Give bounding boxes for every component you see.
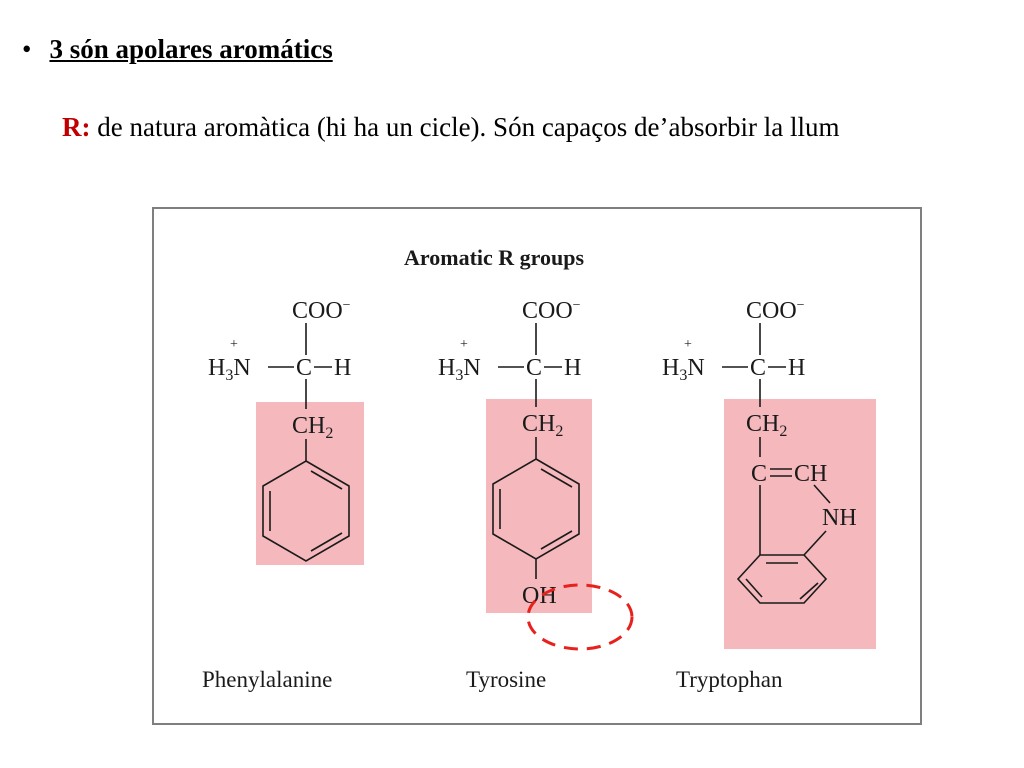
aromatic-r-groups-figure: Aromatic R groups COO− + H3N C H CH2 Phe… xyxy=(152,207,922,725)
phenylalanine-alpha-hydrogen: H xyxy=(334,355,351,381)
answer-text: de natura aromàtica (hi ha un cicle). Só… xyxy=(90,112,840,142)
tryptophan-alpha-hydrogen: H xyxy=(788,355,805,381)
tyrosine-alpha-carbon: C xyxy=(526,355,542,381)
phenylalanine-plus-charge: + xyxy=(230,337,238,352)
tyrosine-side-chain: CH2 xyxy=(522,411,563,440)
answer-paragraph: R: de natura aromàtica (hi ha un cicle).… xyxy=(62,98,992,156)
tyrosine-r-group-highlight xyxy=(486,399,592,613)
tyrosine-alpha-hydrogen: H xyxy=(564,355,581,381)
tryptophan-label: Tryptophan xyxy=(676,667,783,692)
indole-ring-icon xyxy=(736,485,828,604)
figure-title: Aromatic R groups xyxy=(404,245,585,270)
tryptophan-alpha-carbon: C xyxy=(750,355,766,381)
tyrosine-amine: H3N xyxy=(438,355,481,384)
tyrosine-label: Tyrosine xyxy=(466,667,546,692)
tryptophan-side-chain: CH2 xyxy=(746,411,787,440)
tryptophan-amine: H3N xyxy=(662,355,705,384)
tryptophan-indole-nh: NH xyxy=(822,505,857,531)
tyrosine-structure: COO− + H3N C H CH2 OH Tyrosine xyxy=(438,298,634,692)
phenylalanine-label: Phenylalanine xyxy=(202,667,332,692)
answer-label: R: xyxy=(62,112,91,142)
phenylalanine-carboxyl: COO− xyxy=(292,298,351,324)
hydroxyl-annotation-circle xyxy=(526,583,634,651)
phenylalanine-alpha-carbon: C xyxy=(296,355,312,381)
structures-diagram: Aromatic R groups COO− + H3N C H CH2 Phe… xyxy=(202,245,876,692)
tyrosine-carboxyl: COO− xyxy=(522,298,581,324)
tryptophan-carboxyl: COO− xyxy=(746,298,805,324)
bullet-icon: • xyxy=(22,34,32,64)
tryptophan-plus-charge: + xyxy=(684,337,692,352)
slide-heading: 3 són apolares aromátics xyxy=(49,34,333,64)
benzene-ring-icon xyxy=(262,460,350,562)
phenylalanine-side-chain: CH2 xyxy=(292,413,333,442)
tyrosine-hydroxyl: OH xyxy=(522,583,557,609)
tryptophan-indole-ch: CH xyxy=(794,461,827,487)
tyrosine-plus-charge: + xyxy=(460,337,468,352)
bullet-heading: • 3 són apolares aromátics xyxy=(22,34,333,65)
phenylalanine-amine: H3N xyxy=(208,355,251,384)
phenylalanine-structure: COO− + H3N C H CH2 Phenylalanine xyxy=(202,298,351,692)
tryptophan-r-group-highlight xyxy=(724,399,876,649)
tryptophan-structure: COO− + H3N C H CH2 C CH NH xyxy=(662,298,857,692)
tryptophan-indole-carbon: C xyxy=(751,461,767,487)
